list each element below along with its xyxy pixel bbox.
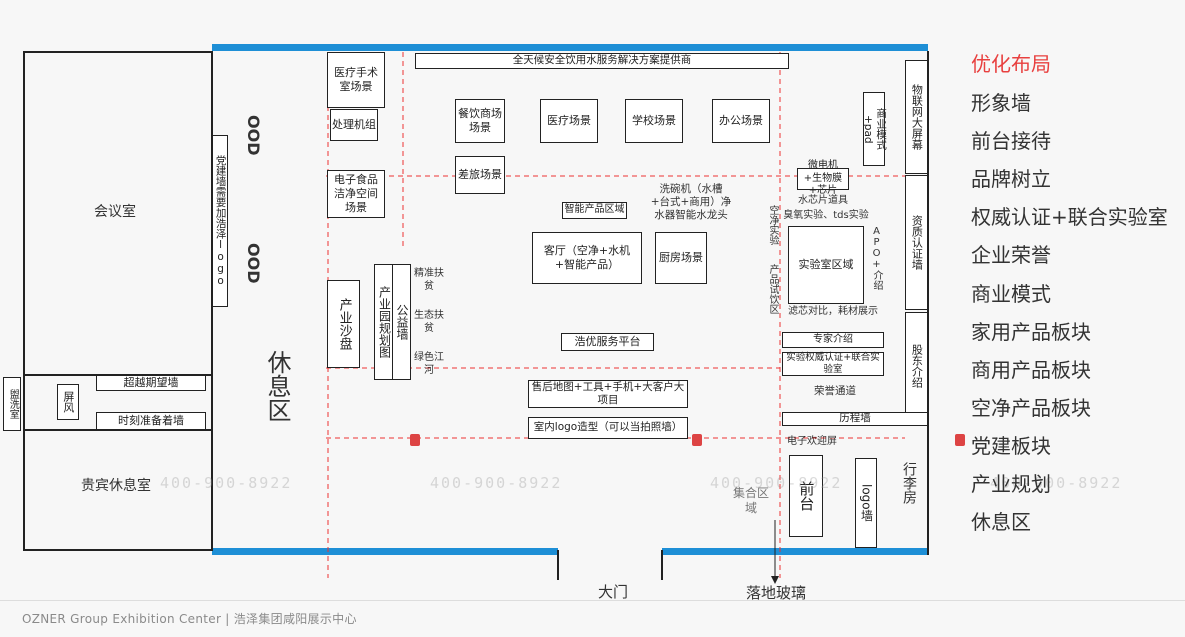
seal-mark xyxy=(955,434,965,446)
menu-item-reception[interactable]: 前台接待 xyxy=(971,129,1051,153)
vip-room-label: 贵宾休息室 xyxy=(81,478,151,494)
menu-item-industry-planning[interactable]: 产业规划 xyxy=(971,472,1051,496)
qualification-wall: 资质认证墙 xyxy=(905,175,928,310)
always-ready-wall: 时刻准备着墙 xyxy=(96,412,206,430)
water-chip-props: 水芯片道具 xyxy=(798,195,848,206)
honor-corridor: 荣誉通道 xyxy=(814,385,856,397)
ozone-tds-test: 臭氧实验、tds实验 xyxy=(783,210,869,221)
watermark-phone: 400-900-8922 xyxy=(430,474,563,492)
lab-area: 实验室区域 xyxy=(788,226,864,304)
ood-sign-2: OOD xyxy=(244,243,263,284)
top-banner: 全天候安全饮用水服务解决方案提供商 xyxy=(415,53,789,69)
north-glass-wall xyxy=(212,44,928,51)
washroom: 盥洗室 xyxy=(3,377,21,431)
filter-consumables: 滤芯对比，耗材展示 xyxy=(788,306,878,317)
expert-intro: 专家介绍 xyxy=(782,332,884,348)
menu-item-lounge[interactable]: 休息区 xyxy=(971,510,1031,534)
menu-item-party-building[interactable]: 党建板块 xyxy=(971,434,1051,458)
living-room-scene: 客厅（空净+水机+智能产品） xyxy=(532,232,642,284)
seal-mark xyxy=(692,434,702,446)
watermark-phone: 400-900-8922 xyxy=(160,474,293,492)
industry-sandbox: 产业沙盘 xyxy=(327,280,360,368)
school-scene: 学校场景 xyxy=(625,99,683,143)
travel-scene: 差旅场景 xyxy=(455,156,505,194)
motor-membrane-chip: 微电机+生物膜+芯片 xyxy=(797,160,849,196)
logo-model-photo-wall: 室内logo造型（可以当拍照墙） xyxy=(528,417,688,439)
apo-intro: APO+介绍 xyxy=(871,226,882,290)
meeting-room-label: 会议室 xyxy=(94,204,136,220)
ood-sign-1: OOD xyxy=(244,115,263,156)
precise-poverty-label: 精准扶贫 xyxy=(414,268,444,292)
aftersale-map: 售后地图+工具+手机+大客户大项目 xyxy=(528,380,688,408)
reception-desk: 前台 xyxy=(789,455,823,537)
party-building-wall: 党建墙需要加浩泽logo xyxy=(212,135,228,307)
logo-wall: logo墙 xyxy=(855,458,877,548)
catering-scene: 餐饮商场场景 xyxy=(455,99,505,143)
menu-item-certification-lab[interactable]: 权威认证+联合实验室 xyxy=(971,205,1168,229)
eco-poverty-label: 生态扶贫 xyxy=(414,310,444,334)
gathering-area: 集合区域 xyxy=(732,486,769,515)
beyond-expectation-wall: 超越期望墙 xyxy=(96,375,206,391)
watermark-phone: 400-900-8922 xyxy=(990,474,1123,492)
menu-item-commercial-products[interactable]: 商用产品板块 xyxy=(971,358,1091,382)
medical-surgery-scene: 医疗手术室场景 xyxy=(327,52,385,108)
authority-joint-lab: 实验权威认证+联合实验室 xyxy=(782,352,884,376)
welcome-screen-label: 电子欢迎屏 xyxy=(787,436,837,447)
medical-scene: 医疗场景 xyxy=(540,99,598,143)
lounge-area-label: 休息区 xyxy=(263,350,291,422)
watermark-phone: 400-900-8922 xyxy=(710,474,843,492)
shareholder-intro: 股东介绍 xyxy=(905,312,928,420)
menu-item-honors[interactable]: 企业荣誉 xyxy=(971,243,1051,267)
history-wall: 历程墙 xyxy=(782,412,928,426)
charity-wall: 公益墙 xyxy=(392,264,411,380)
screen-partition: 屏风 xyxy=(57,384,79,420)
floor-glass-label: 落地玻璃 xyxy=(745,584,806,602)
south-glass-wall-left xyxy=(212,548,558,555)
green-river-label: 绿色江河 xyxy=(414,352,444,376)
kitchen-scene: 厨房场景 xyxy=(655,232,707,284)
luggage-room: 行李房 xyxy=(901,462,917,504)
menu-item-layout[interactable]: 优化布局 xyxy=(971,52,1051,76)
menu-item-business-model[interactable]: 商业模式 xyxy=(971,282,1051,306)
footer-divider xyxy=(0,600,1185,601)
smart-product-area: 智能产品区域 xyxy=(562,202,627,219)
south-glass-wall-right xyxy=(662,548,928,555)
product-tasting-area: 产品试饮区 xyxy=(767,264,778,314)
air-purify-test: 空净实验 xyxy=(767,205,778,245)
business-model-pad: 商业模式+pad xyxy=(862,92,887,166)
iot-big-screen: 物联网大屏幕 xyxy=(905,60,928,174)
menu-item-image-wall[interactable]: 形象墙 xyxy=(971,91,1031,115)
industry-park-map: 产业园规划图 xyxy=(374,264,394,380)
footer-caption: OZNER Group Exhibition Center | 浩泽集团咸阳展示… xyxy=(22,612,357,626)
dishwasher-purifier-label: 洗碗机（水槽+台式+商用）净水器智能水龙头 xyxy=(650,183,732,222)
seal-mark xyxy=(410,434,420,446)
treatment-unit: 处理机组 xyxy=(330,109,378,141)
office-scene: 办公场景 xyxy=(712,99,770,143)
menu-item-air-purifier[interactable]: 空净产品板块 xyxy=(971,396,1091,420)
main-door-label: 大门 xyxy=(597,583,628,601)
menu-item-home-products[interactable]: 家用产品板块 xyxy=(971,320,1091,344)
service-platform: 浩优服务平台 xyxy=(561,333,654,351)
electronic-food-scene: 电子食品洁净空间场景 xyxy=(327,170,385,218)
menu-item-brand[interactable]: 品牌树立 xyxy=(971,167,1051,191)
